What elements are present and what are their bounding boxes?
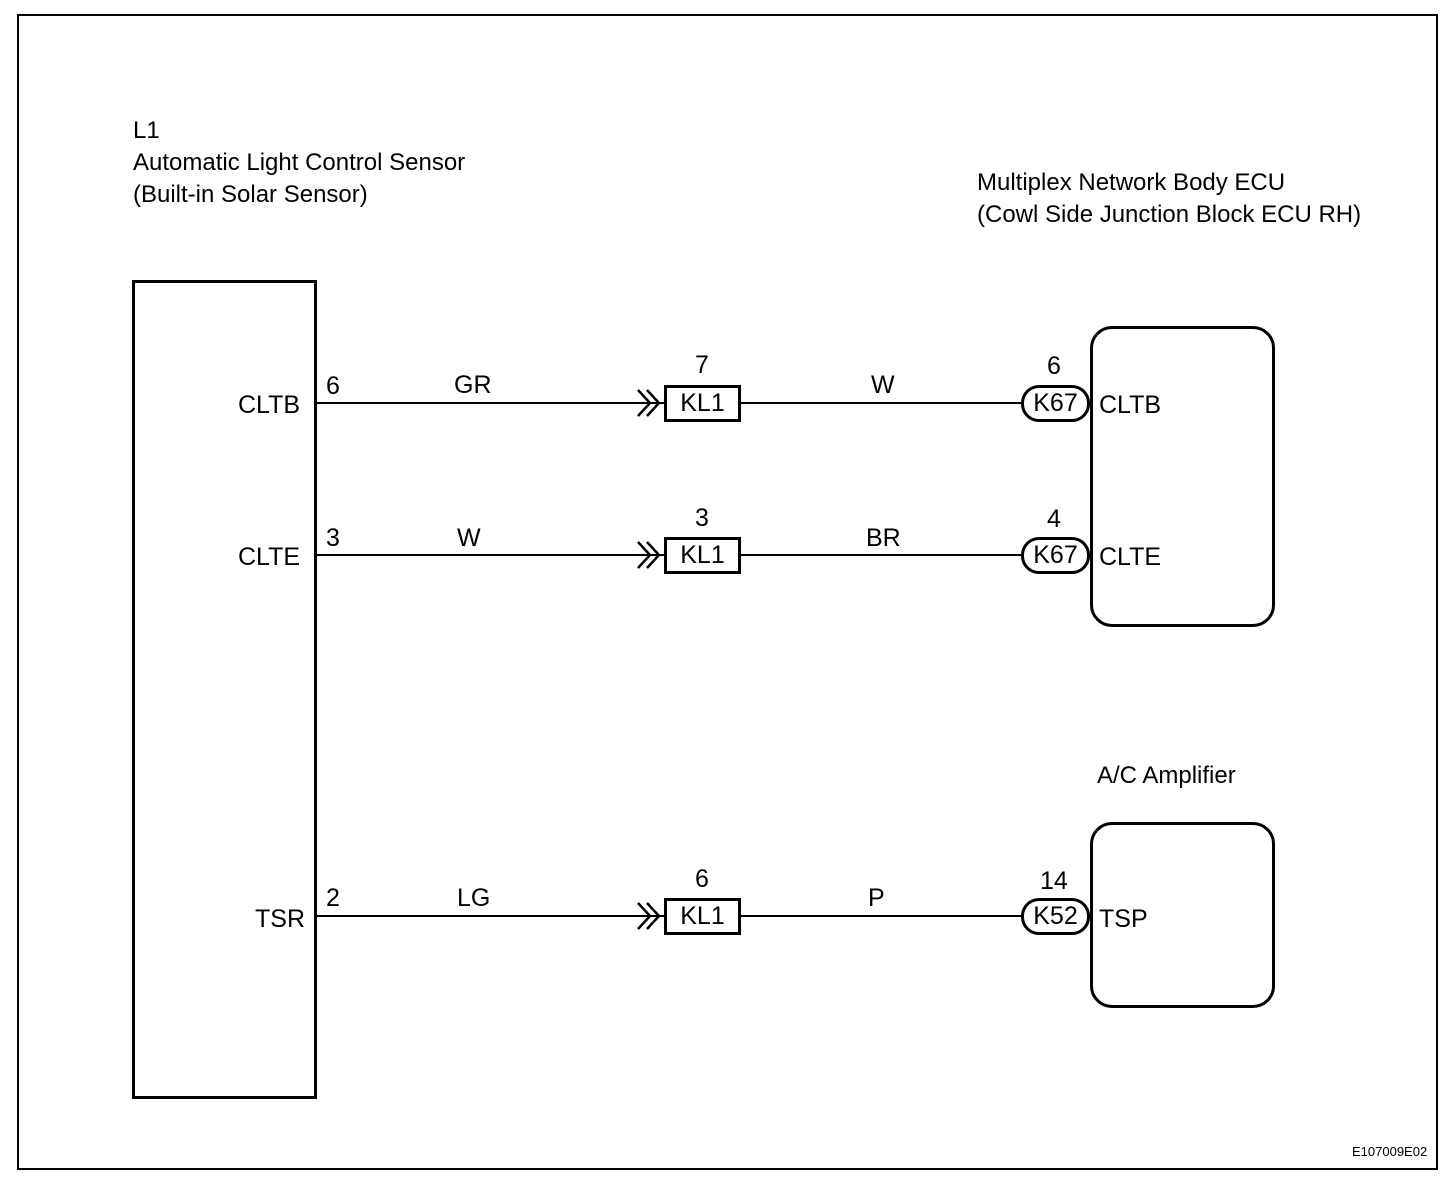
junction-connector: KL1: [664, 385, 741, 422]
wire-color-label: LG: [457, 884, 491, 912]
connector-pin-number: 6: [1047, 352, 1061, 380]
junction-connector: KL1: [664, 898, 741, 935]
ecu-connector: K67: [1021, 537, 1090, 574]
amplifier-name: A/C Amplifier: [1097, 762, 1236, 789]
sensor-pin-label-tsr: TSR: [255, 905, 305, 933]
connector-pin-number: 14: [1040, 867, 1068, 895]
ecu-box: [1090, 326, 1275, 627]
wire-color-label: BR: [866, 524, 901, 552]
junction-pin-number: 7: [695, 351, 709, 379]
sensor-pin-number: 3: [326, 524, 340, 552]
wire-segment: [741, 915, 1023, 917]
wire-color-label: P: [868, 884, 885, 912]
amplifier-box: [1090, 822, 1275, 1008]
connector-chevron-icon: [637, 389, 661, 417]
junction-pin-number: 3: [695, 504, 709, 532]
sensor-box: [132, 280, 317, 1099]
wire-color-label: W: [871, 371, 895, 399]
sensor-subtitle: (Built-in Solar Sensor): [133, 181, 368, 208]
wire-segment: [741, 554, 1023, 556]
amplifier-terminal-label: TSP: [1099, 905, 1148, 933]
wire-segment: [317, 915, 664, 917]
sensor-id: L1: [133, 117, 160, 144]
connector-chevron-icon: [637, 902, 661, 930]
wire-color-label: W: [457, 524, 481, 552]
amplifier-connector: K52: [1021, 898, 1090, 935]
connector-pin-number: 4: [1047, 505, 1061, 533]
ecu-terminal-label: CLTE: [1099, 543, 1162, 571]
sensor-pin-label-clte: CLTE: [238, 543, 301, 571]
sensor-pin-label-cltb: CLTB: [238, 391, 301, 419]
wire-color-label: GR: [454, 371, 492, 399]
junction-pin-number: 6: [695, 865, 709, 893]
connector-chevron-icon: [637, 541, 661, 569]
junction-connector: KL1: [664, 537, 741, 574]
wire-segment: [317, 554, 664, 556]
ecu-connector: K67: [1021, 385, 1090, 422]
ecu-terminal-label: CLTB: [1099, 391, 1162, 419]
diagram-frame: [17, 14, 1438, 1170]
figure-code: E107009E02: [1352, 1144, 1428, 1159]
wire-segment: [741, 402, 1023, 404]
sensor-pin-number: 2: [326, 884, 340, 912]
sensor-pin-number: 6: [326, 372, 340, 400]
ecu-subtitle: (Cowl Side Junction Block ECU RH): [977, 201, 1362, 228]
ecu-name: Multiplex Network Body ECU: [977, 169, 1286, 196]
wire-segment: [317, 402, 664, 404]
sensor-name: Automatic Light Control Sensor: [133, 149, 466, 176]
